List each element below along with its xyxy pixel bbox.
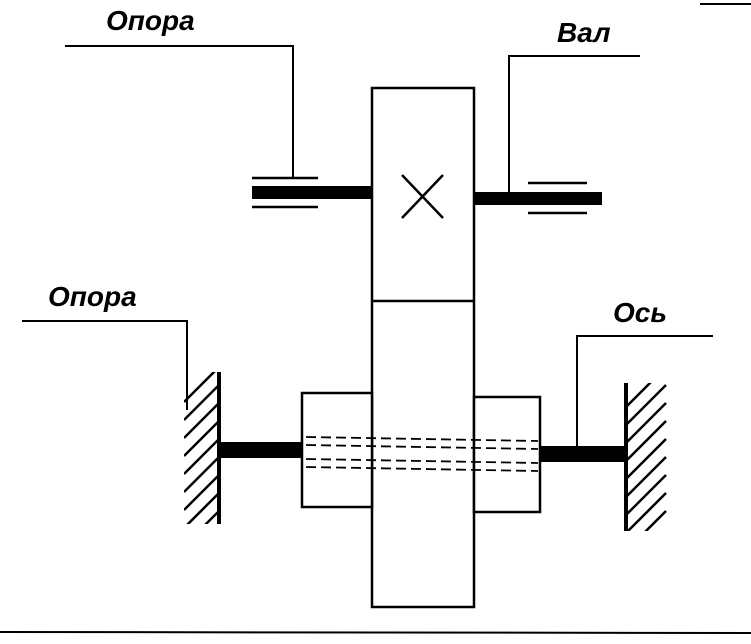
axle-hidden-line-4 — [305, 466, 539, 472]
axle-hidden-line-2 — [305, 444, 539, 450]
axle-hidden-line-3 — [305, 458, 539, 464]
hub-left — [300, 391, 374, 509]
left-wall-hatching — [184, 372, 220, 524]
leader-support-top — [65, 45, 294, 178]
label-axle: Ось — [613, 297, 667, 328]
right-wall-hatching — [626, 383, 667, 531]
left-wall-support — [184, 372, 221, 524]
label-shaft: Вал — [557, 17, 611, 48]
fixed-mark-stroke-2 — [401, 174, 444, 219]
page-bottom-border — [0, 631, 751, 634]
axle-right-segment — [540, 446, 626, 462]
right-wall-support — [624, 383, 667, 531]
axle-left-segment — [218, 442, 302, 458]
leader-support-left — [22, 320, 188, 410]
label-support-left: Опора — [48, 281, 137, 312]
leader-shaft — [508, 55, 640, 192]
hub-right — [472, 395, 542, 514]
gear-wheel — [370, 86, 476, 609]
shaft-left-segment — [252, 186, 372, 199]
axle-hidden-line-1 — [305, 436, 539, 442]
leader-axle — [576, 335, 713, 452]
label-support-top: Опора — [106, 5, 195, 36]
shaft-right-segment — [474, 192, 602, 205]
